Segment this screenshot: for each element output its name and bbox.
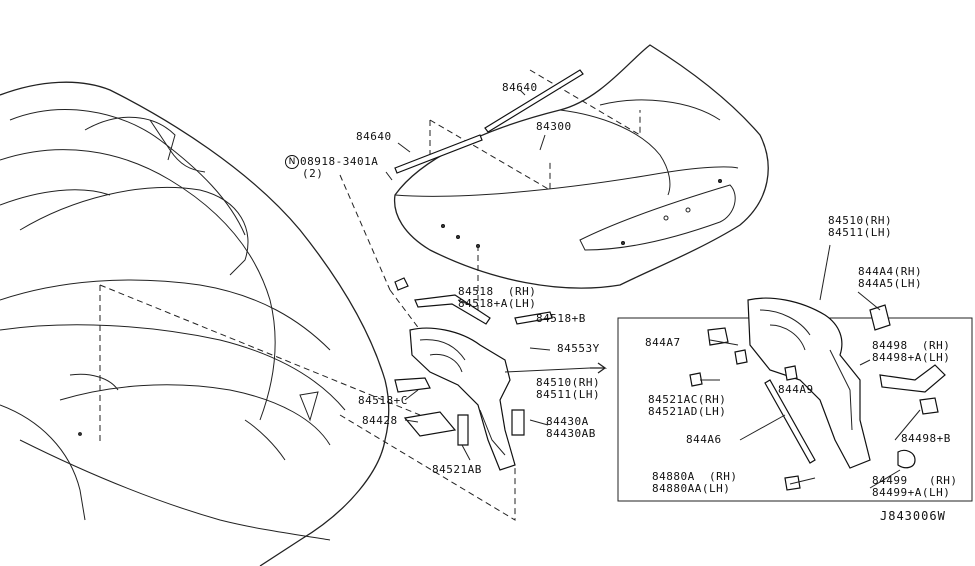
label-84880aa-lh: 84880AA(LH) — [652, 482, 731, 495]
label-84518a-lh: 84518+A(LH) — [458, 297, 537, 310]
label-detail-84510-rh: 84510(RH) — [828, 214, 893, 227]
label-844a9: 844A9 — [778, 383, 814, 396]
diagram-reference-code: J843006W — [880, 509, 946, 523]
label-84498b: 84498+B — [901, 432, 951, 445]
label-84521ad-lh: 84521AD(LH) — [648, 405, 727, 418]
label-84498a-lh: 84498+A(LH) — [872, 351, 951, 364]
label-84430a: 84430A — [546, 415, 589, 428]
label-844a4-rh: 844A4(RH) — [858, 265, 923, 278]
label-84499a-lh: 84499+A(LH) — [872, 486, 951, 499]
label-844a7: 844A7 — [645, 336, 681, 349]
label-844a6: 844A6 — [686, 433, 722, 446]
label-84518b: 84518+B — [536, 312, 586, 325]
label-detail-84511-lh: 84511(LH) — [828, 226, 893, 239]
label-84521ab: 84521AB — [432, 463, 482, 476]
weatherstrip-parts — [394, 69, 584, 174]
leader-lines — [385, 89, 921, 489]
label-84300: 84300 — [536, 120, 572, 133]
label-84510-rh: 84510(RH) — [536, 376, 601, 389]
label-84640-left: 84640 — [356, 130, 392, 143]
label-84521ac-rh: 84521AC(RH) — [648, 393, 727, 406]
nut-circle-icon: N — [285, 155, 299, 169]
label-84518-rh: 84518 (RH) — [458, 285, 537, 298]
label-84880a-rh: 84880A (RH) — [652, 470, 738, 483]
label-84430ab: 84430AB — [546, 427, 596, 440]
label-84498-rh: 84498 (RH) — [872, 339, 951, 352]
label-84428: 84428 — [362, 414, 398, 427]
label-84518c: 84518+C — [358, 394, 408, 407]
trunk-lid — [393, 44, 769, 289]
location-dash-lines — [99, 69, 641, 521]
car-body-outline — [0, 81, 390, 566]
label-84640-upper: 84640 — [502, 81, 538, 94]
label-84499-rh: 84499 (RH) — [872, 474, 958, 487]
label-qty-2: (2) — [302, 167, 324, 180]
hinge-assembly — [394, 277, 608, 471]
label-844a5-lh: 844A5(LH) — [858, 277, 923, 290]
label-84511-lh: 84511(LH) — [536, 388, 601, 401]
label-84553y: 84553Y — [557, 342, 600, 355]
label-08918-3401A: 08918-3401A — [300, 155, 379, 168]
detail-hinge-parts — [689, 297, 946, 491]
